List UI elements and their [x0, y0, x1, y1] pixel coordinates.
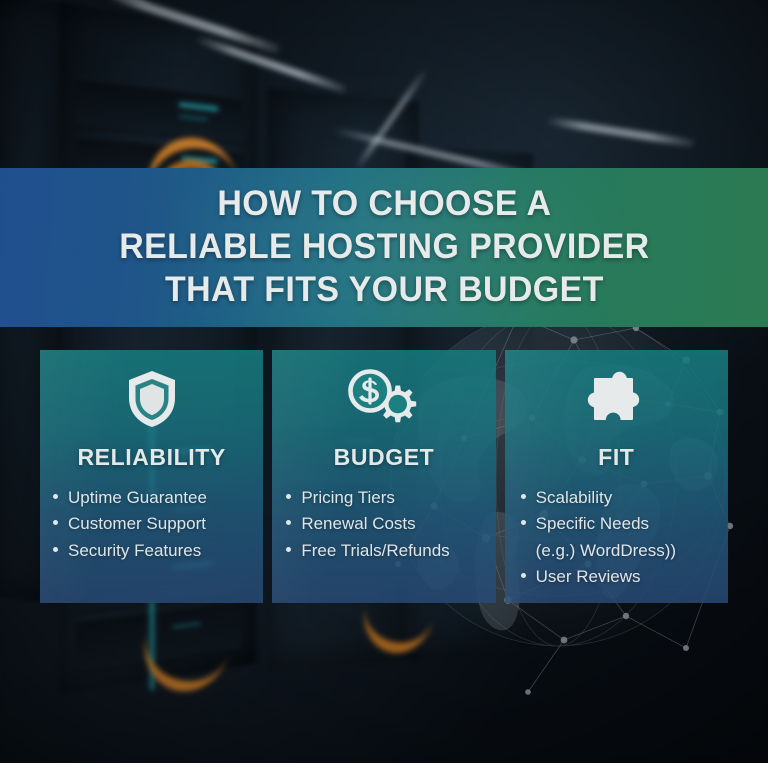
list-item-label: Security Features: [68, 540, 202, 560]
bullet-dot: [520, 520, 526, 526]
list-item-label: Pricing Tiers: [301, 488, 395, 507]
list-item: Free Trials/Refunds: [286, 538, 495, 564]
bullet-dot: [286, 546, 292, 552]
list-item: Renewal Costs: [286, 511, 495, 537]
puzzle-piece-icon: [587, 368, 645, 430]
bullet-dot: [520, 494, 526, 499]
title-line-3: THAT FITS YOUR BUDGET: [164, 269, 604, 309]
list-item-continuation: (e.g.) WordDress)): [521, 538, 728, 564]
card-title: RELIABILITY: [77, 444, 226, 470]
list-item-label: Specific Needs: [535, 514, 650, 534]
card-budget: BUDGET Pricing Tiers Renewal Costs Free …: [272, 350, 496, 603]
card-title: FIT: [598, 444, 635, 470]
card-list: Scalability Specific Needs (e.g.) WordDr…: [505, 485, 728, 590]
bullet-dot: [53, 546, 58, 552]
bullet-dot: [53, 494, 58, 499]
feature-cards: RELIABILITY Uptime Guarantee Customer Su…: [40, 350, 728, 603]
bullet-dot: [286, 520, 292, 526]
title-line-2: RELIABLE HOSTING PROVIDER: [118, 227, 650, 267]
bullet-dot: [53, 520, 58, 526]
list-item: Uptime Guarantee: [53, 485, 263, 511]
list-item: Specific Needs: [520, 511, 728, 537]
dollar-coin-gear-icon: [348, 368, 420, 430]
title-banner: HOW TO CHOOSE A RELIABLE HOSTING PROVIDE…: [0, 168, 768, 327]
list-item-label: User Reviews: [535, 567, 641, 587]
list-item: Scalability: [520, 485, 728, 511]
list-item-label: Scalability: [535, 488, 613, 507]
card-list: Uptime Guarantee Customer Support Securi…: [40, 485, 263, 564]
list-item: Pricing Tiers: [286, 485, 495, 511]
list-item-label: (e.g.) WordDress)): [535, 540, 677, 560]
list-item-label: Free Trials/Refunds: [301, 540, 450, 560]
list-item: User Reviews: [520, 564, 728, 590]
card-reliability: RELIABILITY Uptime Guarantee Customer Su…: [40, 350, 264, 603]
list-item-label: Customer Support: [68, 514, 206, 534]
page-title: HOW TO CHOOSE A RELIABLE HOSTING PROVIDE…: [119, 183, 649, 311]
list-item-label: Renewal Costs: [301, 514, 416, 534]
shield-icon: [124, 368, 180, 430]
card-list: Pricing Tiers Renewal Costs Free Trials/…: [272, 485, 495, 564]
bullet-dot: [286, 494, 292, 499]
card-title: BUDGET: [333, 444, 435, 470]
list-item: Customer Support: [53, 511, 263, 537]
list-item-label: Uptime Guarantee: [68, 488, 207, 507]
card-fit: FIT Scalability Specific Needs (e.g.) Wo…: [504, 350, 728, 603]
title-line-1: HOW TO CHOOSE A: [216, 184, 552, 224]
bullet-dot: [520, 573, 526, 579]
list-item: Security Features: [53, 538, 263, 564]
